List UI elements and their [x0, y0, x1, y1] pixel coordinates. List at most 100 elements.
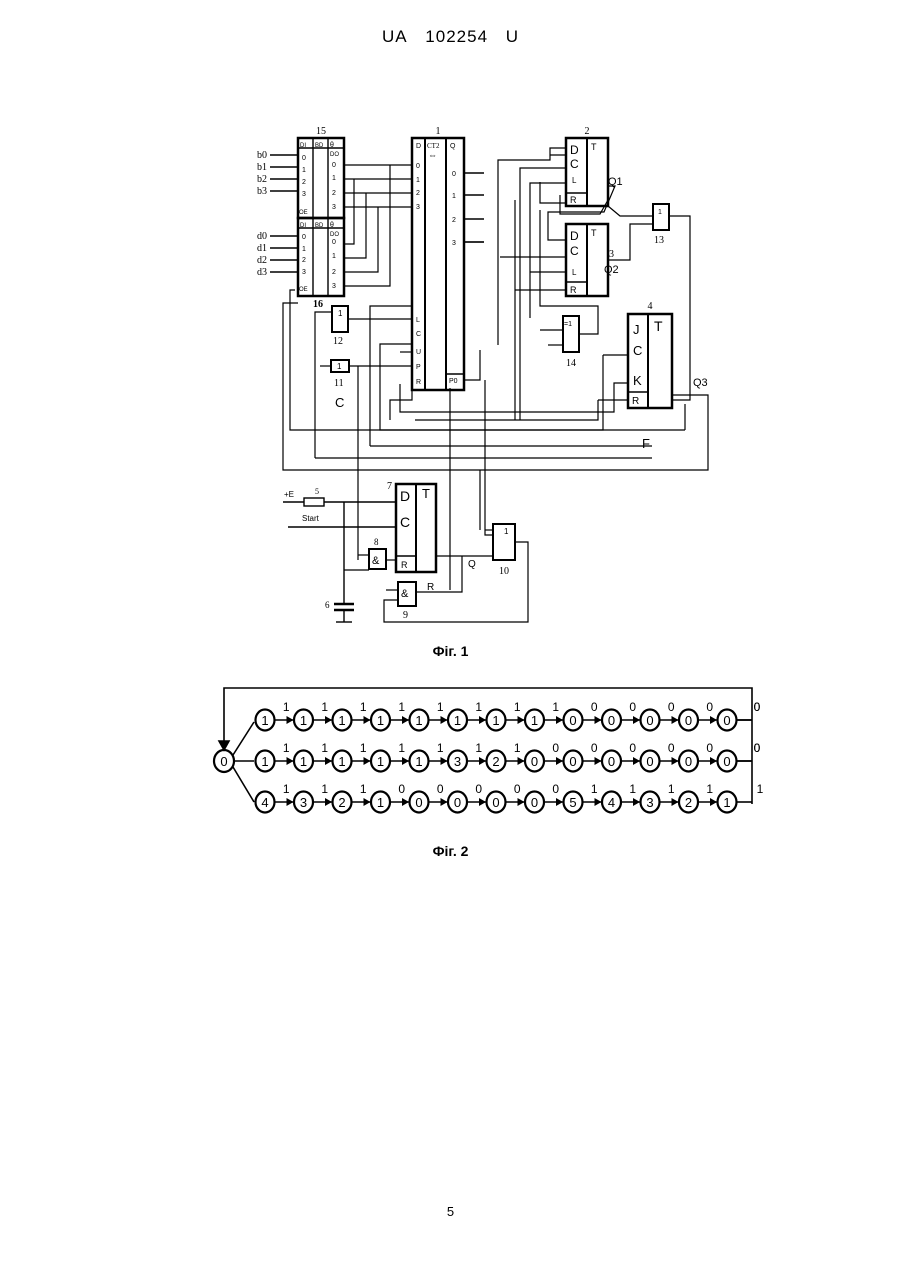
b1-pin-2: 2 — [416, 190, 420, 197]
state-node — [679, 710, 698, 731]
b16-out-1: 1 — [332, 253, 336, 260]
b3-q2: Q2 — [604, 264, 619, 276]
transition-label: 0 — [629, 700, 636, 714]
state-node — [448, 792, 467, 813]
edge-arrow-head — [325, 757, 332, 765]
transition-label: 1 — [629, 782, 636, 796]
gate-11-number: 11 — [334, 378, 344, 389]
gate-10-label: 1 — [504, 527, 509, 536]
edge-arrow-head — [595, 757, 602, 765]
state-node-label: 1 — [454, 713, 461, 728]
b1-pin-u: U — [416, 349, 421, 356]
transition-label: 0 — [475, 782, 482, 796]
state-node-label: 1 — [377, 795, 384, 810]
b15-pin-2: 2 — [302, 179, 306, 186]
b15-out-3: 3 — [332, 204, 336, 211]
b1-pin-d: D — [416, 143, 421, 150]
state-node-label: 0 — [608, 713, 615, 728]
state-node-label: 0 — [723, 754, 730, 769]
state-node — [333, 792, 352, 813]
edge-arrow-head — [287, 757, 294, 765]
edge-arrow-head — [556, 798, 563, 806]
b4-q3: Q3 — [693, 377, 708, 389]
edge-arrow-head — [325, 716, 332, 724]
gate-13-number: 13 — [654, 235, 664, 246]
edge-arrow-head — [710, 757, 717, 765]
edge-arrow-head — [518, 716, 525, 724]
b1-out-1: 1 — [452, 193, 456, 200]
b15-pin-di: DI — [300, 143, 306, 149]
transition-label: 0 — [591, 741, 598, 755]
transition-label: 0 — [668, 741, 675, 755]
state-node-label: 0 — [492, 795, 499, 810]
transition-label: 1 — [514, 741, 521, 755]
b16-bd: BD — [315, 223, 324, 229]
input-d1: d1 — [257, 243, 267, 254]
b1-out-0: 0 — [452, 171, 456, 178]
transition-label: 1 — [706, 782, 713, 796]
b1-pin-p: P — [416, 364, 421, 371]
block-15 — [298, 138, 344, 218]
transition-label: 1 — [321, 700, 328, 714]
state-node-label: 0 — [646, 713, 653, 728]
state-node — [602, 710, 621, 731]
state-node-label: 0 — [685, 713, 692, 728]
b16-out-2: 2 — [332, 269, 336, 276]
label-plus-e: +E — [284, 490, 294, 499]
label-r: R — [427, 582, 434, 593]
transition-label: 1 — [360, 782, 367, 796]
label-start: Start — [302, 514, 320, 523]
b3-pin-c: C — [570, 244, 579, 258]
b7-t: T — [422, 486, 430, 501]
capacitor-6-number: 6 — [325, 600, 330, 610]
state-node — [333, 710, 352, 731]
b1-pin-c: C — [416, 331, 421, 338]
b16-pin-2: 2 — [302, 257, 306, 264]
state-node-label: 1 — [492, 713, 499, 728]
b3-pin-r: R — [570, 285, 577, 295]
gate-13 — [653, 204, 669, 230]
block-1-number: 1 — [436, 126, 441, 137]
b7-q: Q — [468, 559, 476, 570]
b15-out-0: 0 — [332, 162, 336, 169]
gate-13-label: 1 — [658, 209, 662, 216]
gate-9-number: 9 — [403, 610, 408, 621]
transition-label: 0 — [514, 782, 521, 796]
b3-pin-d: D — [570, 229, 579, 243]
state-node — [294, 792, 313, 813]
state-node-label: 2 — [492, 754, 499, 769]
edge-arrow-head — [633, 798, 640, 806]
edge-arrow-head — [556, 757, 563, 765]
block-7-number: 7 — [387, 481, 392, 492]
transition-label: 1 — [437, 700, 444, 714]
figure-2-caption: Фіг. 2 — [0, 843, 901, 859]
loop-arrow-head — [219, 741, 229, 750]
transition-label: 0 — [754, 741, 761, 755]
b16-pin-0: 0 — [302, 234, 306, 241]
transition-label: 0 — [706, 700, 713, 714]
b15-pin-0: 0 — [302, 155, 306, 162]
state-node — [487, 792, 506, 813]
state-node — [718, 751, 737, 772]
input-b2: b2 — [257, 174, 267, 185]
b16-pin-oe: OE — [299, 287, 308, 293]
gate-12-number: 12 — [333, 336, 343, 347]
b15-do: DO — [330, 152, 339, 158]
edge-arrow-head — [402, 716, 409, 724]
state-node — [256, 751, 275, 772]
b1-out-2: 2 — [452, 217, 456, 224]
edge-arrow-head — [325, 798, 332, 806]
b1-out-q: Q — [450, 143, 456, 150]
state-node — [371, 792, 390, 813]
state-node-label: 0 — [723, 713, 730, 728]
b1-out-p0: P0 — [449, 378, 458, 385]
transition-label: 1 — [668, 782, 675, 796]
state-node — [410, 792, 429, 813]
b7-pin-d: D — [400, 488, 410, 504]
gate-10-number: 10 — [499, 566, 509, 577]
state-node — [564, 710, 583, 731]
b15-pin-oe: OE — [299, 210, 308, 216]
transition-label: 1 — [398, 700, 405, 714]
b16-pin-1: 1 — [302, 246, 306, 253]
state-node — [602, 792, 621, 813]
